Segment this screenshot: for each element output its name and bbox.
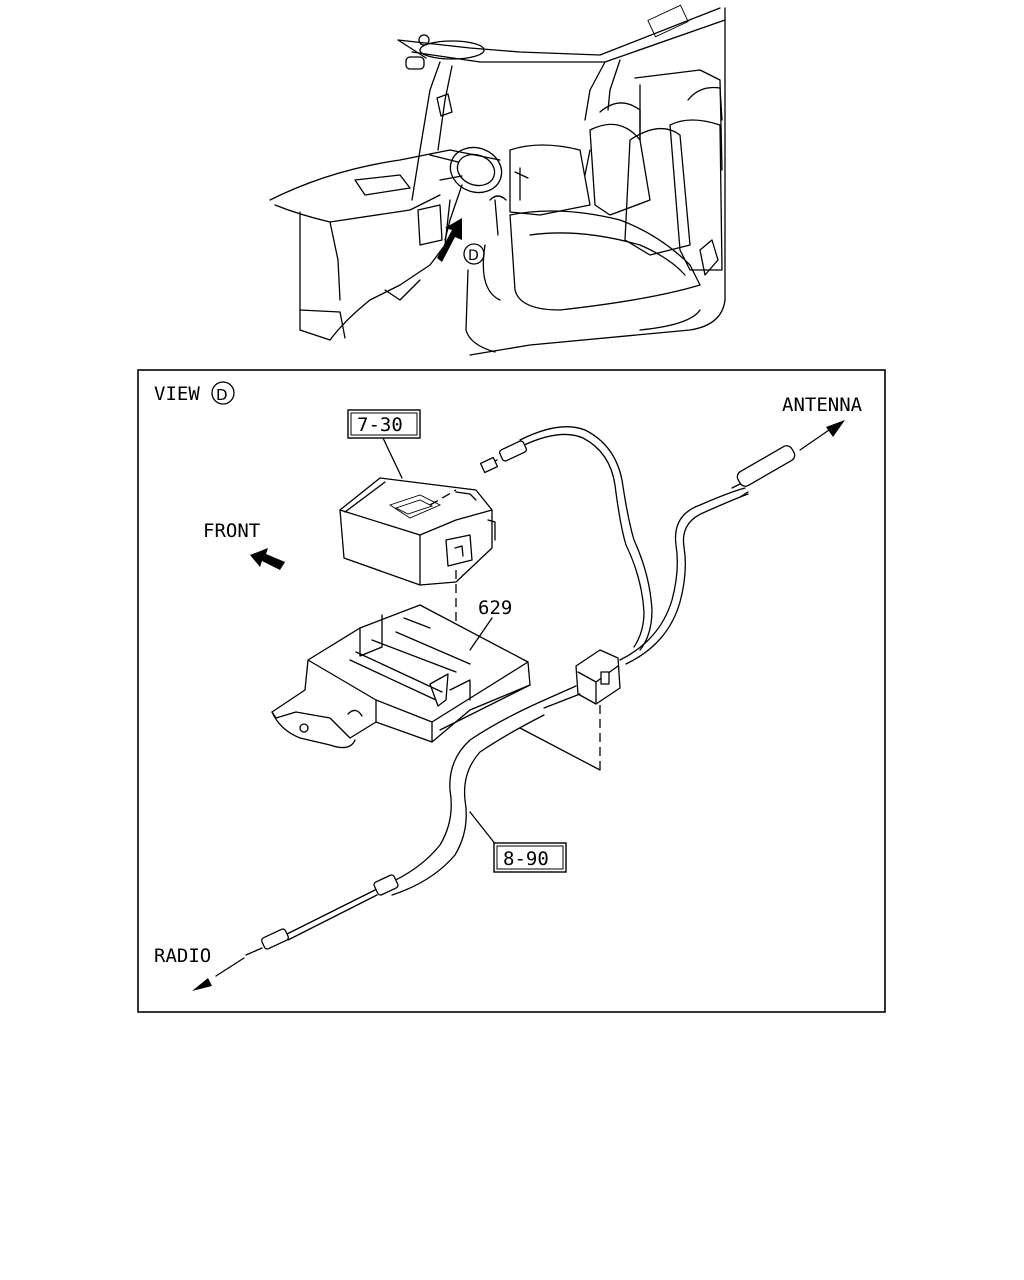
cable-callout-inner — [496, 845, 564, 870]
view-letter-circle — [211, 381, 235, 405]
antenna-arrow-icon — [826, 420, 845, 437]
antenna-lead-cable — [619, 445, 796, 665]
front-arrow-icon — [250, 548, 285, 570]
amplifier-unit — [339, 477, 496, 586]
unit-callout-box — [347, 409, 421, 439]
view-d-frame — [137, 369, 886, 1013]
unit-callout-label: 7-30 — [357, 414, 403, 436]
unit-leader-line — [382, 437, 403, 479]
front-label: FRONT — [203, 520, 260, 542]
connector-dash-line — [429, 489, 457, 506]
cable-callout-label: 8-90 — [503, 848, 549, 870]
bracket-callout-label: 629 — [478, 597, 512, 619]
amp-lead-cable — [479, 426, 653, 651]
cab-interior-illustration: D — [269, 4, 726, 356]
cable-callout-box — [493, 842, 567, 873]
antenna-label: ANTENNA — [782, 394, 863, 416]
antenna-arrow-shaft — [799, 427, 833, 451]
view-label: VIEW — [154, 383, 200, 405]
unit-callout-inner — [350, 412, 418, 436]
view-marker-circle — [463, 243, 485, 265]
radio-cable — [215, 685, 581, 977]
radio-arrow-icon — [192, 978, 212, 991]
cable-junction-block — [519, 649, 621, 771]
bracket-leader-line — [469, 617, 493, 651]
view-marker-letter: D — [468, 248, 479, 264]
mounting-bracket — [271, 604, 531, 749]
view-letter: D — [216, 386, 228, 404]
radio-label: RADIO — [154, 945, 211, 967]
view-arrow-icon — [437, 218, 462, 262]
